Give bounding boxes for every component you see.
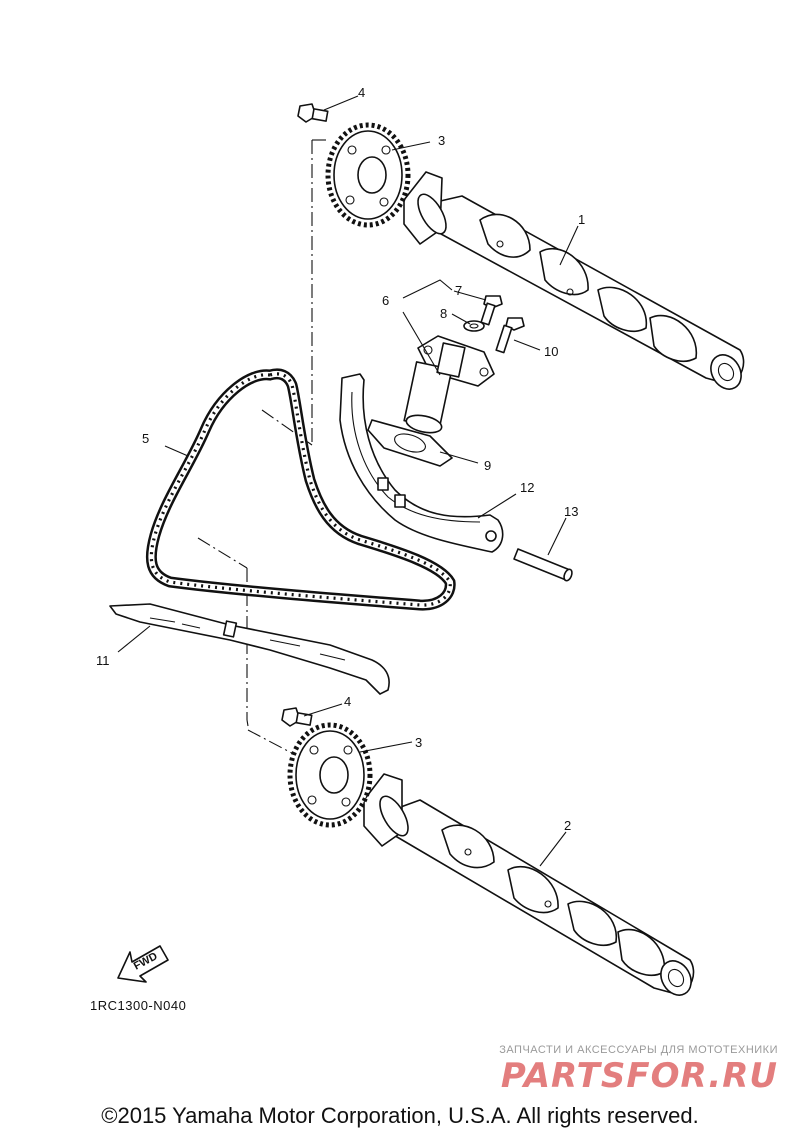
sprocket-bolt-upper bbox=[297, 103, 329, 123]
camshaft-upper bbox=[403, 171, 745, 390]
cam-sprocket-upper bbox=[325, 122, 411, 228]
copyright-notice: ©2015 Yamaha Motor Corporation, U.S.A. A… bbox=[101, 1103, 699, 1128]
callout-7: 7 bbox=[455, 283, 462, 298]
gasket bbox=[367, 419, 453, 467]
callout-11: 11 bbox=[96, 653, 110, 668]
leader-lines bbox=[117, 95, 579, 867]
callouts: 1 2 3 3 4 4 5 6 7 8 9 10 11 12 13 bbox=[96, 85, 585, 833]
camshaft-lower bbox=[363, 773, 695, 996]
callout-9: 9 bbox=[484, 458, 491, 473]
tensioner-bolt-long bbox=[495, 317, 525, 354]
callout-4-bottom: 4 bbox=[344, 694, 351, 709]
drawing-code: 1RC1300-N040 bbox=[90, 998, 187, 1013]
chain-guide bbox=[109, 603, 390, 695]
callout-10: 10 bbox=[544, 344, 558, 359]
watermark-tagline: ЗАПЧАСТИ И АКСЕССУАРЫ ДЛЯ МОТОТЕХНИКИ bbox=[499, 1044, 778, 1056]
cam-sprocket-lower bbox=[287, 722, 373, 828]
callout-2: 2 bbox=[564, 818, 571, 833]
callout-5: 5 bbox=[142, 431, 149, 446]
callout-13: 13 bbox=[564, 504, 578, 519]
callout-8: 8 bbox=[440, 306, 447, 321]
callout-6: 6 bbox=[382, 293, 389, 308]
tensioner-bolt bbox=[480, 295, 503, 326]
tensioner-assembly bbox=[403, 335, 495, 434]
callout-12: 12 bbox=[520, 480, 534, 495]
sprocket-bolt-lower bbox=[281, 707, 313, 727]
guide-pin bbox=[513, 548, 573, 582]
fwd-arrow-icon: FWD bbox=[117, 945, 169, 983]
callout-3-bottom: 3 bbox=[415, 735, 422, 750]
watermark-logo: PARTSFOR.RU bbox=[500, 1056, 778, 1096]
cam-chain bbox=[145, 368, 456, 611]
callout-1: 1 bbox=[578, 212, 585, 227]
callout-3-top: 3 bbox=[438, 133, 445, 148]
tensioner-guide bbox=[339, 373, 504, 553]
callout-4-top: 4 bbox=[358, 85, 365, 100]
